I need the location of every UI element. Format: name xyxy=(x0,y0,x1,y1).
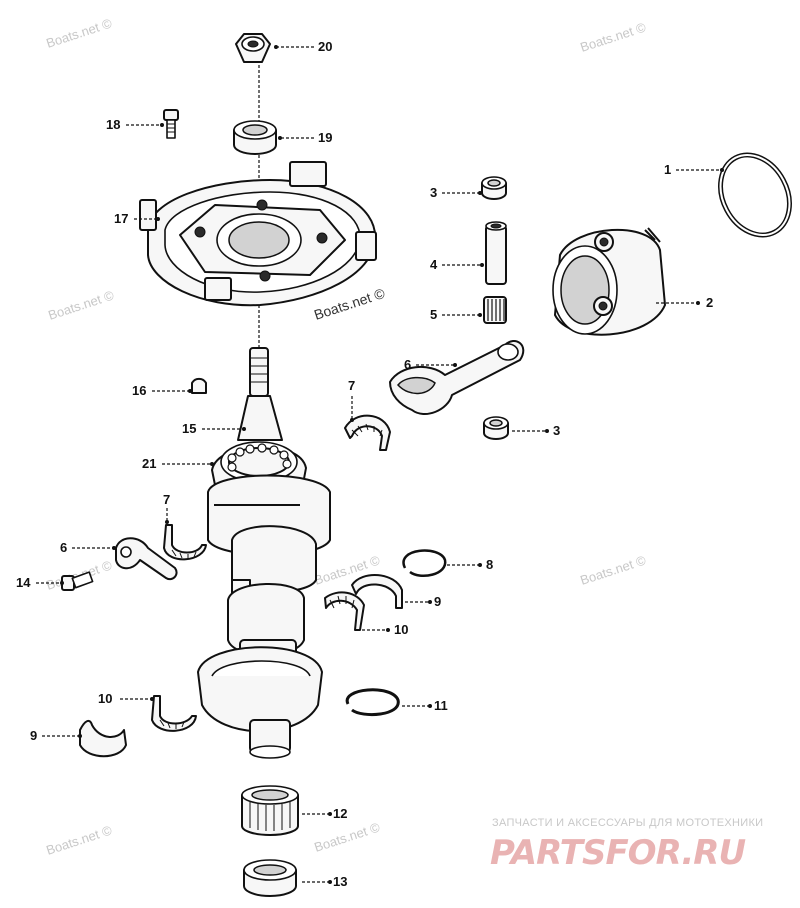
part-crankshaft xyxy=(197,347,331,759)
callout-leader-end xyxy=(480,263,484,267)
callout-leader-end xyxy=(242,427,246,431)
callout-label: 21 xyxy=(142,456,156,471)
callout-leader-end xyxy=(386,628,390,632)
callout-label: 10 xyxy=(394,622,408,637)
callout-label: 9 xyxy=(30,728,37,743)
part-piston-ring xyxy=(718,152,792,238)
part-retaining-ring xyxy=(402,549,447,577)
callout-label: 13 xyxy=(333,874,347,889)
part-screw xyxy=(163,109,179,139)
callout-label: 19 xyxy=(318,130,332,145)
callout-label: 1 xyxy=(664,162,671,177)
callout-label: 8 xyxy=(486,557,493,572)
callout-leader-end xyxy=(188,389,192,393)
callout-leader-end xyxy=(428,704,432,708)
watermark-text: Boats.net © xyxy=(46,287,116,322)
part-washer xyxy=(483,416,509,440)
part-nut xyxy=(235,33,271,63)
part-washer xyxy=(481,176,507,200)
callout-leader-end xyxy=(160,123,164,127)
callout-leader-end xyxy=(112,546,116,550)
watermark-text: Boats.net © xyxy=(578,19,648,54)
callout-label: 3 xyxy=(553,423,560,438)
callout-label: 16 xyxy=(132,383,146,398)
part-needle-bearing xyxy=(483,296,507,324)
callout-leader-end xyxy=(453,363,457,367)
part-bearing-race xyxy=(79,719,127,758)
part-roller-bearing xyxy=(151,695,197,732)
brand-tagline: ЗАПЧАСТИ И АКСЕССУАРЫ ДЛЯ МОТОТЕХНИКИ xyxy=(492,817,763,829)
callout-label: 20 xyxy=(318,39,332,54)
callout-leader-end xyxy=(78,734,82,738)
callout-leader-end xyxy=(278,136,282,140)
part-piston xyxy=(552,227,666,336)
callout-label: 4 xyxy=(430,257,438,272)
callout-leader-end xyxy=(478,313,482,317)
callout-label: 9 xyxy=(434,594,441,609)
callout-label: 3 xyxy=(430,185,437,200)
callout-leader-end xyxy=(156,217,160,221)
part-lower-seal xyxy=(243,859,297,897)
part-wrist-pin xyxy=(485,221,507,285)
callout-leader-end xyxy=(478,563,482,567)
callout-leader-end xyxy=(328,880,332,884)
callout-label: 10 xyxy=(98,691,112,706)
callout-leader-end xyxy=(478,191,482,195)
callout-label: 14 xyxy=(16,575,31,590)
part-bearing-half xyxy=(163,524,207,561)
callout-label: 17 xyxy=(114,211,128,226)
brand-logo: PARTSFOR.RU xyxy=(490,833,745,873)
callout-label: 18 xyxy=(106,117,120,132)
watermark-text: Boats.net © xyxy=(44,15,114,50)
watermark-text: Boats.net © xyxy=(312,819,382,854)
callout-label: 5 xyxy=(430,307,437,322)
callout-label: 7 xyxy=(163,492,170,507)
callout-leader-end xyxy=(720,168,724,172)
callout-leader-end xyxy=(328,812,332,816)
callout-leader-end xyxy=(165,520,169,524)
callout-label: 11 xyxy=(434,698,448,713)
callout-leader-end xyxy=(350,418,354,422)
callout-label: 6 xyxy=(60,540,67,555)
callout-leader-end xyxy=(210,462,214,466)
callout-label: 7 xyxy=(348,378,355,393)
callout-label: 6 xyxy=(404,357,411,372)
part-roller-bearing xyxy=(324,591,365,631)
callout-leader-end xyxy=(545,429,549,433)
part-key xyxy=(191,377,207,394)
callout-leader-end xyxy=(274,45,278,49)
watermark-text: Boats.net © xyxy=(578,552,648,587)
part-snap-ring xyxy=(345,688,400,717)
watermark-text: Boats.net © xyxy=(44,822,114,857)
callout-label: 12 xyxy=(333,806,347,821)
callout-leader-end xyxy=(150,697,154,701)
part-seal-upper xyxy=(233,120,277,155)
callout-leader-end xyxy=(696,301,700,305)
part-bearing-housing xyxy=(139,161,377,307)
brand-watermark: ЗАПЧАСТИ И АКСЕССУАРЫ ДЛЯ МОТОТЕХНИКИ PA… xyxy=(490,817,763,873)
part-rod-cap xyxy=(115,537,178,581)
part-bearing-half xyxy=(344,414,391,451)
part-connecting-rod xyxy=(389,340,525,415)
part-lower-bearing xyxy=(241,785,299,836)
callout-leader-end xyxy=(60,581,64,585)
callout-label: 15 xyxy=(182,421,196,436)
callout-leader-end xyxy=(428,600,432,604)
part-bearing-race xyxy=(351,573,403,609)
callout-label: 2 xyxy=(706,295,713,310)
